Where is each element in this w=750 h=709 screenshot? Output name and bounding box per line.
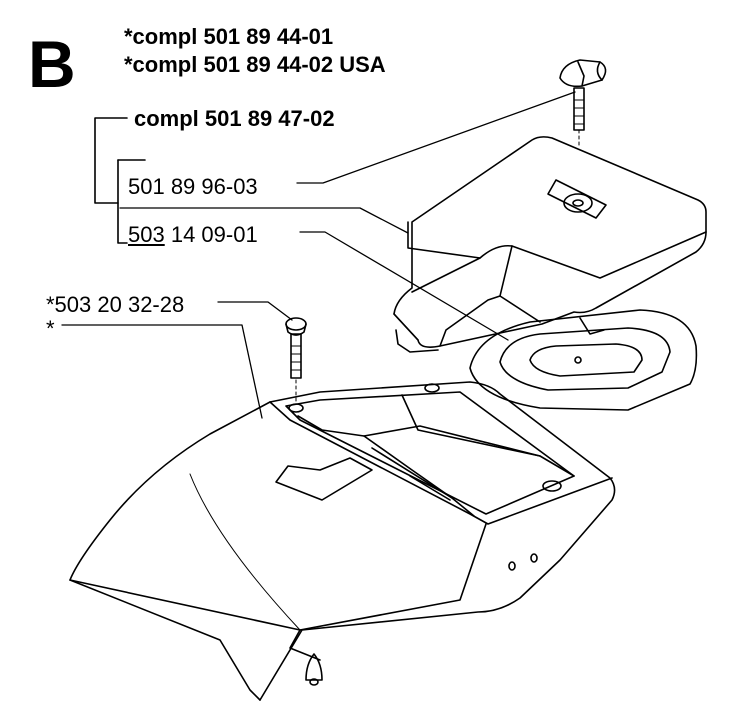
assembly-bracket <box>94 117 146 244</box>
upper-cover <box>393 136 707 353</box>
part-label-prefix: 503 <box>128 222 165 247</box>
part-label-asterisk: * <box>46 316 55 341</box>
header-compl-1: *compl 501 89 44-01 <box>124 24 334 49</box>
part-label-rest: 14 09-01 <box>164 222 258 247</box>
part-label-501-89-96-03: 501 89 96-03 <box>128 174 258 199</box>
leader-lines <box>61 91 576 419</box>
bolt <box>285 317 307 403</box>
gasket-plate <box>469 309 698 411</box>
assembly-label: compl 501 89 47-02 <box>134 106 335 131</box>
knob-screw <box>559 59 607 149</box>
part-label-503-14-09-01: 503 14 09-01 <box>128 222 258 248</box>
header-compl-2: *compl 501 89 44-02 USA <box>124 52 386 77</box>
part-label-503-20-32-28: *503 20 32-28 <box>46 292 185 317</box>
main-housing <box>69 381 616 701</box>
section-letter: B <box>28 27 76 101</box>
